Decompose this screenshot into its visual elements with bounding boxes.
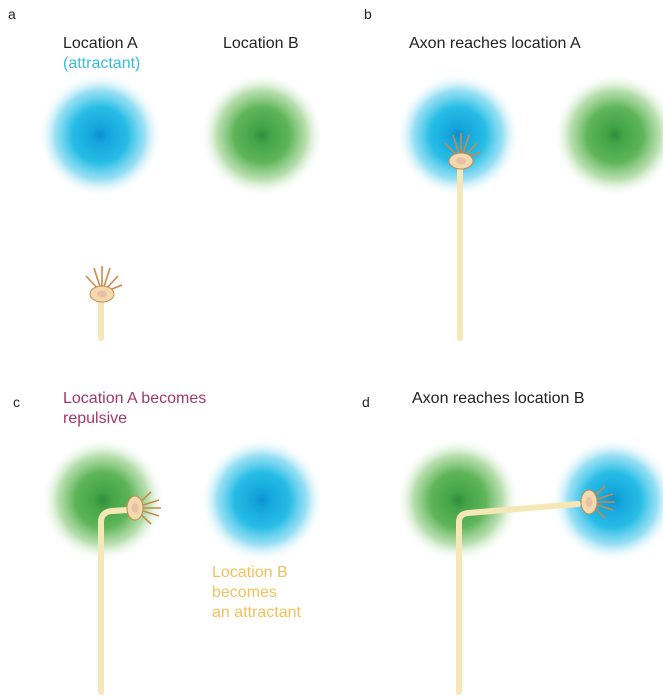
panel-letter: d — [362, 394, 370, 410]
becomes-attractant-line1: Location B — [212, 564, 288, 581]
panel-title: Axon reaches location B — [412, 390, 585, 407]
panel-a: a Location A (attractant) Location B — [0, 0, 331, 349]
location-a-repulsive-blob — [41, 438, 165, 562]
axon-shaft — [98, 507, 130, 695]
repulsive-label-line2: repulsive — [63, 410, 128, 427]
location-b-neutral-blob — [553, 73, 663, 197]
location-a-attractant-blob — [38, 73, 162, 197]
panel-d: d Axon reaches location B — [332, 350, 663, 699]
location-b-attractant-blob — [200, 438, 324, 562]
becomes-attractant-line3: an attractant — [212, 604, 301, 621]
attractant-label: (attractant) — [63, 55, 141, 72]
location-a-repulsive-blob — [396, 438, 520, 562]
panel-letter: c — [13, 394, 20, 410]
location-b-neutral-blob — [200, 73, 324, 197]
panel-title: Axon reaches location A — [409, 35, 581, 52]
location-b-label: Location B — [223, 35, 299, 52]
location-b-attractant-blob — [551, 438, 663, 562]
panel-letter: b — [364, 6, 372, 22]
becomes-attractant-line2: becomes — [212, 584, 277, 601]
panel-letter: a — [8, 6, 16, 22]
location-a-label: Location A — [63, 35, 138, 52]
axon-shaft — [456, 501, 581, 695]
panel-b: b Axon reaches location A — [332, 0, 663, 349]
location-a-attractant-blob — [396, 73, 520, 197]
repulsive-label-line1: Location A becomes — [63, 390, 207, 407]
panel-c: c Location A becomes repulsive Location … — [0, 350, 331, 699]
